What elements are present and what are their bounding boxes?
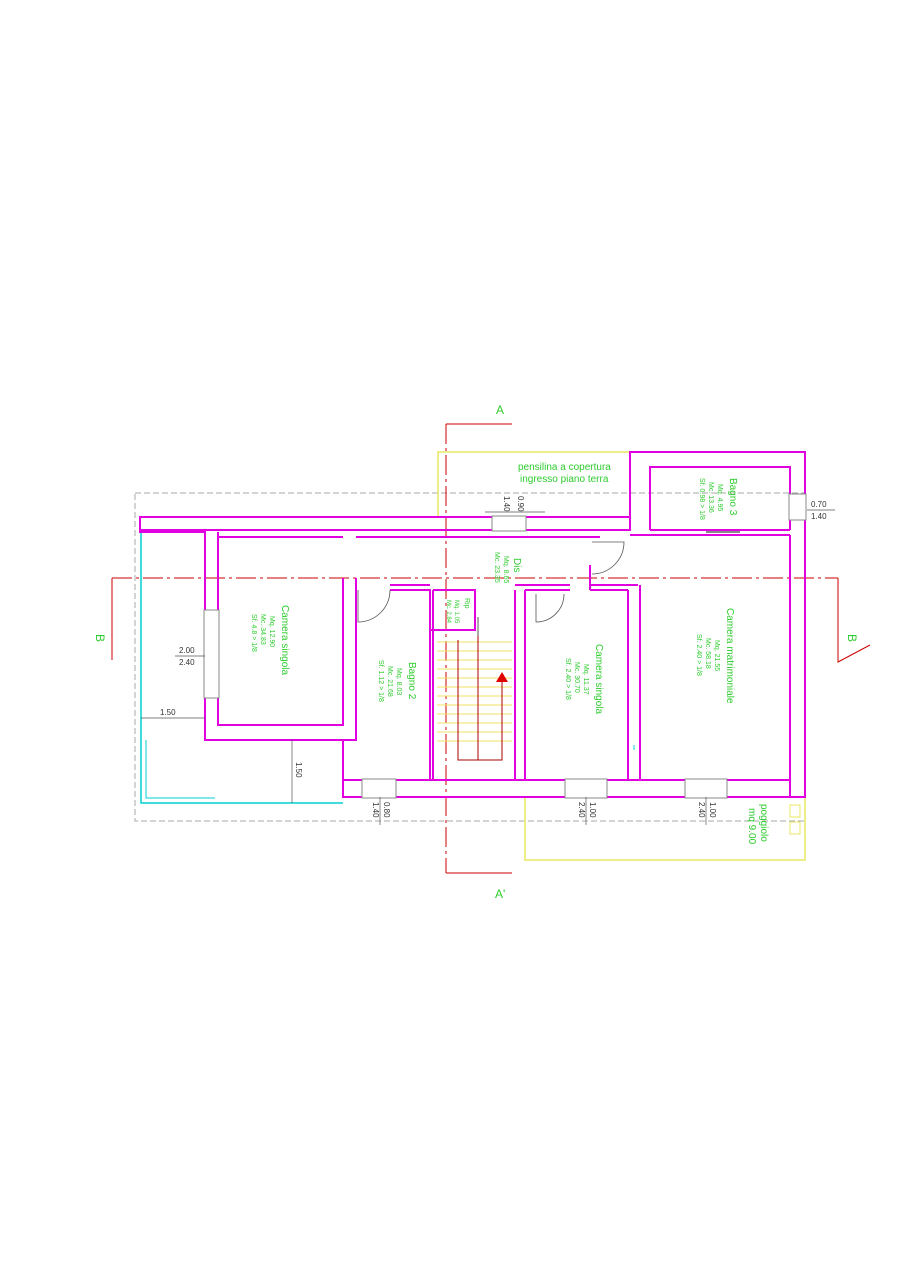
dim-terrace-h: 1.50 [294, 762, 303, 778]
window-bottom-1 [361, 778, 397, 799]
dim-right-h: 1.40 [811, 512, 827, 521]
room-name: Dis [511, 558, 522, 572]
room-area: Mq. 1.05 [453, 600, 459, 624]
dim-bottom3-w: 1.00 [708, 802, 717, 818]
pensilina-label: pensilina a copertura [518, 462, 611, 473]
dim-bottom2-w: 1.00 [588, 802, 597, 818]
room-dis: Dis Mq. 8.65 Mc. 23.35 [493, 552, 522, 583]
dim-bottom3-h: 2.40 [697, 802, 706, 818]
room-area: Mq. 8.65 [502, 556, 509, 583]
dim-left-h: 2.40 [179, 658, 195, 667]
window-bottom-3 [684, 778, 728, 799]
room-sf: Sf. 0.98 > 1/8 [698, 478, 705, 520]
dim-bottom1-w: 0.80 [382, 802, 391, 818]
dim-right-w: 0.70 [811, 500, 827, 509]
window-bottom-2 [564, 778, 608, 799]
room-area: Mq. 12.90 [268, 616, 275, 647]
poggiolo-area-label: mq 9.00 [746, 808, 757, 845]
dim-left-w: 2.00 [179, 646, 195, 655]
poggiolo-outline [524, 797, 806, 861]
poggiolo-label: poggiolo [758, 804, 769, 842]
dim-bottom1-h: 1.40 [371, 802, 380, 818]
room-name: Camera singola [279, 605, 290, 675]
room-sf: Sf. 4.8 > 1/8 [250, 614, 257, 652]
dim-bottom2-h: 2.40 [577, 802, 586, 818]
pensilina-label-2: ingresso piano terra [520, 474, 609, 485]
section-label-b-left: B [93, 634, 107, 642]
window-left [203, 609, 220, 699]
room-sf: Sf. 2.40 > 1/8 [695, 634, 702, 676]
room-name: Bagno 2 [406, 662, 417, 700]
room-area: Mq. 4.95 [716, 484, 723, 511]
room-bagno3: Bagno 3 Mq. 4.95 Mc. 13.36 Sf. 0.98 > 1/… [698, 478, 738, 520]
poggiolo-post [789, 821, 801, 835]
room-volume: Mc. 23.35 [493, 552, 500, 583]
room-name: Rip [463, 598, 470, 609]
room-sf: Sf. 2.40 > 1/8 [564, 658, 571, 700]
terrace-outline-inner [145, 740, 215, 799]
dim-top-w: 0.90 [516, 496, 525, 512]
room-rip: Rip Mq. 1.05 Mc. 2.84 [445, 598, 470, 624]
room-area: Mq. 11.37 [582, 664, 589, 695]
room-camera-matrimoniale: Camera matrimoniale Mq. 21.55 Mc. 58.18 … [695, 608, 735, 704]
room-name: Camera matrimoniale [724, 608, 735, 704]
stair-direction-arrow-icon [496, 672, 508, 682]
dim-terrace-w: 1.50 [160, 708, 176, 717]
room-volume: Mc. 34.83 [259, 614, 266, 645]
section-label-b-right: B [845, 634, 859, 642]
room-camera-singola-2: Camera singola Mq. 11.37 Mc. 30.70 Sf. 2… [564, 644, 604, 714]
room-name: Bagno 3 [727, 478, 738, 516]
room-volume: Mc. 13.36 [707, 482, 714, 513]
room-volume: Mc. 21.68 [386, 666, 393, 697]
room-area: Mq. 21.55 [713, 640, 720, 671]
door-swing [591, 541, 625, 575]
terrace-outline [140, 532, 343, 804]
window-bagno3 [788, 493, 807, 521]
door-swing [535, 593, 565, 623]
room-name: Camera singola [593, 644, 604, 714]
room-sf: Sf. 1.12 > 1/8 [377, 660, 384, 702]
section-label-a-top: A [496, 403, 504, 417]
room-volume: Mc. 30.70 [573, 662, 580, 693]
poggiolo-post [789, 804, 801, 818]
section-tick-b-right [837, 578, 871, 663]
dim-top-h: 1.40 [502, 496, 511, 512]
window-top [491, 515, 527, 532]
room-area: Mq. 8.03 [395, 668, 402, 695]
room-volume: Mc. 2.84 [445, 600, 451, 624]
room-bagno2: Bagno 2 Mq. 8.03 Mc. 21.68 Sf. 1.12 > 1/… [377, 660, 417, 702]
room-camera-singola-1: Camera singola Mq. 12.90 Mc. 34.83 Sf. 4… [250, 605, 290, 675]
staircase [437, 636, 512, 761]
section-label-a-bottom: A' [495, 887, 505, 901]
door-swing [357, 589, 391, 623]
walls [139, 451, 806, 798]
room-volume: Mc. 58.18 [704, 638, 711, 669]
